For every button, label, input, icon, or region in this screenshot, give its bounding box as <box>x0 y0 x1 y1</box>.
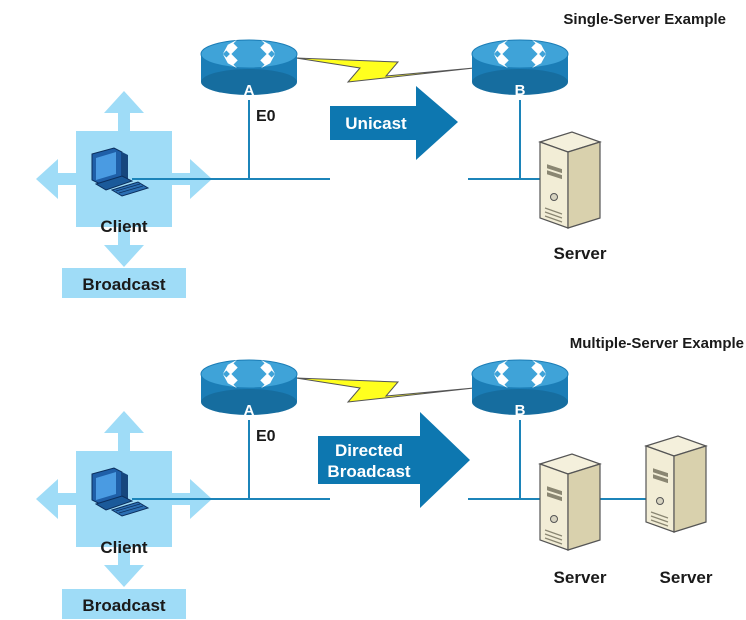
directed-broadcast-arrow <box>318 412 470 508</box>
router-a-label: A <box>244 82 255 99</box>
directed-broadcast-label-line2: Broadcast <box>327 462 410 481</box>
lightning-bolt-wan-link-icon <box>295 377 475 403</box>
lan-segment-a <box>132 100 330 180</box>
server-label: Server <box>660 568 713 587</box>
multiple-server-section: Multiple-Server Example Broadcast Client… <box>36 335 744 619</box>
server-icon <box>539 453 601 551</box>
server-label: Server <box>554 244 607 263</box>
lan-segment-a <box>132 420 330 500</box>
interface-e0-label: E0 <box>256 108 276 125</box>
server-label: Server <box>554 568 607 587</box>
broadcast-label-box <box>62 268 186 298</box>
broadcast-label-box <box>62 589 186 619</box>
server-icon <box>645 435 707 533</box>
multiple-server-title: Multiple-Server Example <box>570 335 744 352</box>
router-a-label: A <box>244 402 255 419</box>
unicast-arrow <box>330 86 458 160</box>
router-b-label: B <box>515 82 526 99</box>
directed-broadcast-label-line1: Directed <box>335 441 403 460</box>
client-label: Client <box>100 217 148 236</box>
single-server-title: Single-Server Example <box>563 11 726 28</box>
lightning-bolt-wan-link-icon <box>295 57 475 83</box>
interface-e0-label: E0 <box>256 428 276 445</box>
unicast-arrow-label: Unicast <box>345 114 407 133</box>
broadcast-label: Broadcast <box>82 596 165 615</box>
server-icon <box>539 131 601 229</box>
client-label: Client <box>100 538 148 557</box>
router-b-label: B <box>515 402 526 419</box>
broadcast-label: Broadcast <box>82 275 165 294</box>
single-server-section: Single-Server Example Broadcast Client A… <box>36 11 726 298</box>
